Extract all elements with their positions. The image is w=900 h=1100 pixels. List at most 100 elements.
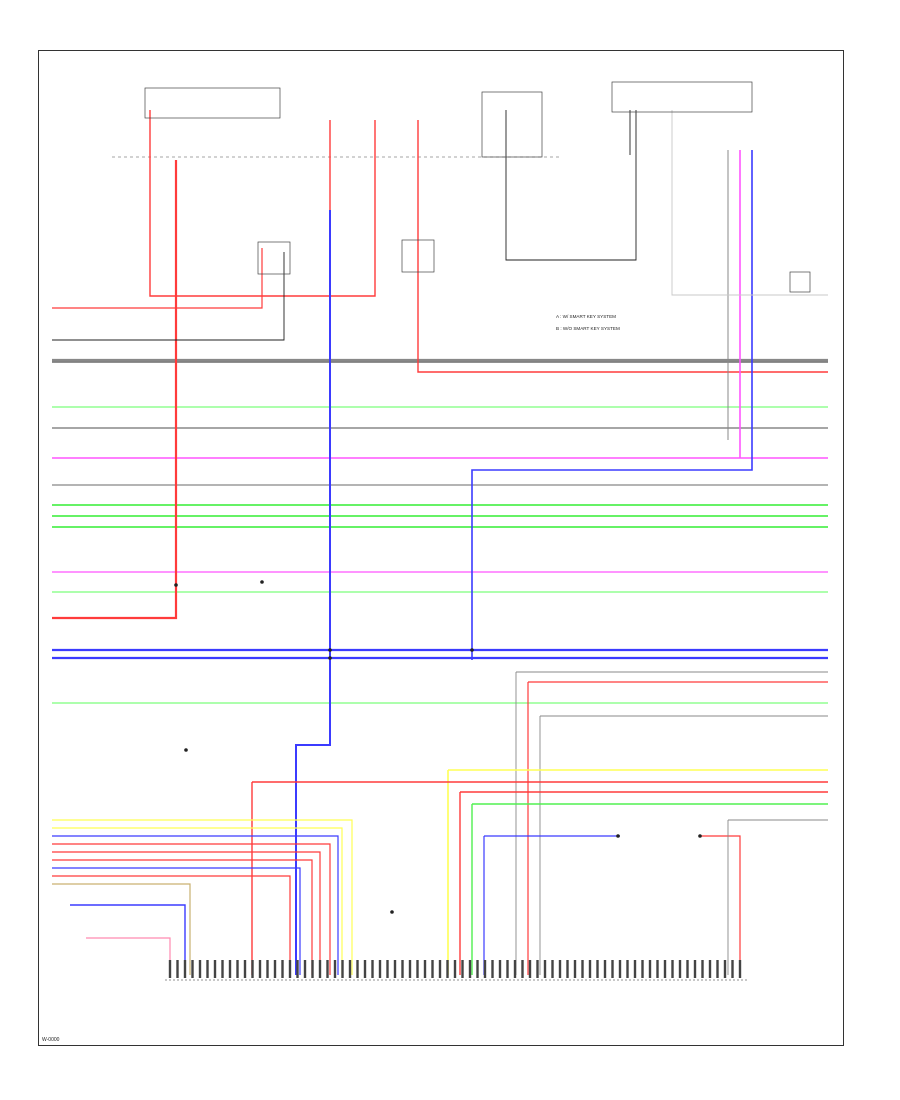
connector-pin xyxy=(528,960,532,978)
connector-pin xyxy=(438,960,442,978)
connector-pin xyxy=(296,960,299,978)
connector-pin xyxy=(326,960,329,978)
lower-wire xyxy=(700,835,741,975)
connector-pin xyxy=(648,960,652,978)
connector-pin xyxy=(221,960,224,978)
connector-pin xyxy=(611,960,614,978)
connector-pin xyxy=(311,960,314,978)
connector-pin xyxy=(641,960,644,978)
signal-blue xyxy=(471,150,753,660)
connector-pin xyxy=(708,960,712,978)
connector-pin xyxy=(393,960,397,978)
connector-pin xyxy=(183,960,187,978)
connector-pin xyxy=(521,960,524,978)
connector-pin xyxy=(461,960,464,978)
ecu-lead xyxy=(52,835,339,975)
connector-pin xyxy=(723,960,727,978)
legend-item-b: B : W/O SMART KEY SYSTEM xyxy=(556,326,620,331)
connector-pin xyxy=(626,960,629,978)
splice-point xyxy=(698,834,702,838)
connector-pin xyxy=(318,960,322,978)
connector-pin xyxy=(266,960,269,978)
connector-pin xyxy=(273,960,277,978)
ground-wire xyxy=(52,252,285,341)
connector-pin xyxy=(408,960,412,978)
splice-point xyxy=(328,656,332,660)
connector-pin xyxy=(341,960,344,978)
connector-pin xyxy=(476,960,479,978)
connector-pin xyxy=(401,960,404,978)
connector-pin xyxy=(378,960,382,978)
connector-pin xyxy=(303,960,307,978)
connector-pin xyxy=(686,960,689,978)
relay-box xyxy=(144,87,281,119)
connector-pin xyxy=(693,960,697,978)
connector-pin xyxy=(551,960,554,978)
connector-pin xyxy=(281,960,284,978)
connector-pin xyxy=(348,960,352,978)
splice-point xyxy=(328,648,332,652)
sensor-box xyxy=(481,91,543,158)
connector-pin xyxy=(581,960,584,978)
ecu-lead xyxy=(52,819,353,975)
connector-pin xyxy=(596,960,599,978)
ecu-lead xyxy=(52,867,301,975)
legend-item-a: A : W/ SMART KEY SYSTEM xyxy=(556,314,616,319)
connector-pin xyxy=(543,960,547,978)
ecu-lead xyxy=(52,843,331,975)
connector-pin xyxy=(566,960,569,978)
connector-pin xyxy=(558,960,562,978)
splice-point xyxy=(470,648,474,652)
connector-pin xyxy=(213,960,217,978)
connector-pin xyxy=(423,960,427,978)
connector-pin xyxy=(258,960,262,978)
connector-pin xyxy=(731,960,734,978)
connector-pin xyxy=(168,960,172,978)
connector-pin xyxy=(536,960,539,978)
connector-pin xyxy=(236,960,239,978)
power-feed-red xyxy=(417,120,828,373)
connector-pin xyxy=(483,960,487,978)
ecu-lead xyxy=(52,883,191,975)
ecu-lead xyxy=(52,875,291,975)
wires-layer xyxy=(52,110,828,981)
splice-point xyxy=(174,583,178,587)
ecu-lead xyxy=(52,827,343,975)
connector-pin xyxy=(191,960,194,978)
connector-pin xyxy=(468,960,472,978)
diagram-code: W-0000 xyxy=(42,1037,60,1043)
ecu-lead xyxy=(70,904,186,975)
connector-pin xyxy=(716,960,719,978)
power-feed-red xyxy=(52,248,263,309)
connector-pin xyxy=(243,960,247,978)
ecu-lead xyxy=(52,859,313,975)
connector-pin xyxy=(198,960,202,978)
ecu-lead xyxy=(86,937,171,975)
legend: A : W/ SMART KEY SYSTEM B : W/O SMART KE… xyxy=(556,314,620,331)
connector-pin xyxy=(633,960,637,978)
connector-pin xyxy=(506,960,509,978)
connector-pin xyxy=(603,960,607,978)
connector-pin xyxy=(371,960,374,978)
relay-box xyxy=(257,241,291,275)
connector-pin xyxy=(386,960,389,978)
connector-pin xyxy=(363,960,367,978)
splice-point xyxy=(260,580,264,584)
connector-pin xyxy=(573,960,577,978)
switch-box xyxy=(789,271,811,293)
power-feed-red xyxy=(52,160,178,620)
sensor-wire xyxy=(505,110,637,261)
connector-pin xyxy=(446,960,449,978)
connector-pin xyxy=(176,960,179,978)
connector-pin xyxy=(251,960,254,978)
connector-pin xyxy=(206,960,209,978)
diagram-frame xyxy=(38,50,844,1046)
connector-pin xyxy=(431,960,434,978)
connector-pin xyxy=(453,960,457,978)
connector-pin xyxy=(333,960,337,978)
connector-pin xyxy=(513,960,517,978)
connector-pin xyxy=(678,960,682,978)
connector-pin xyxy=(498,960,502,978)
connector-pin xyxy=(671,960,674,978)
